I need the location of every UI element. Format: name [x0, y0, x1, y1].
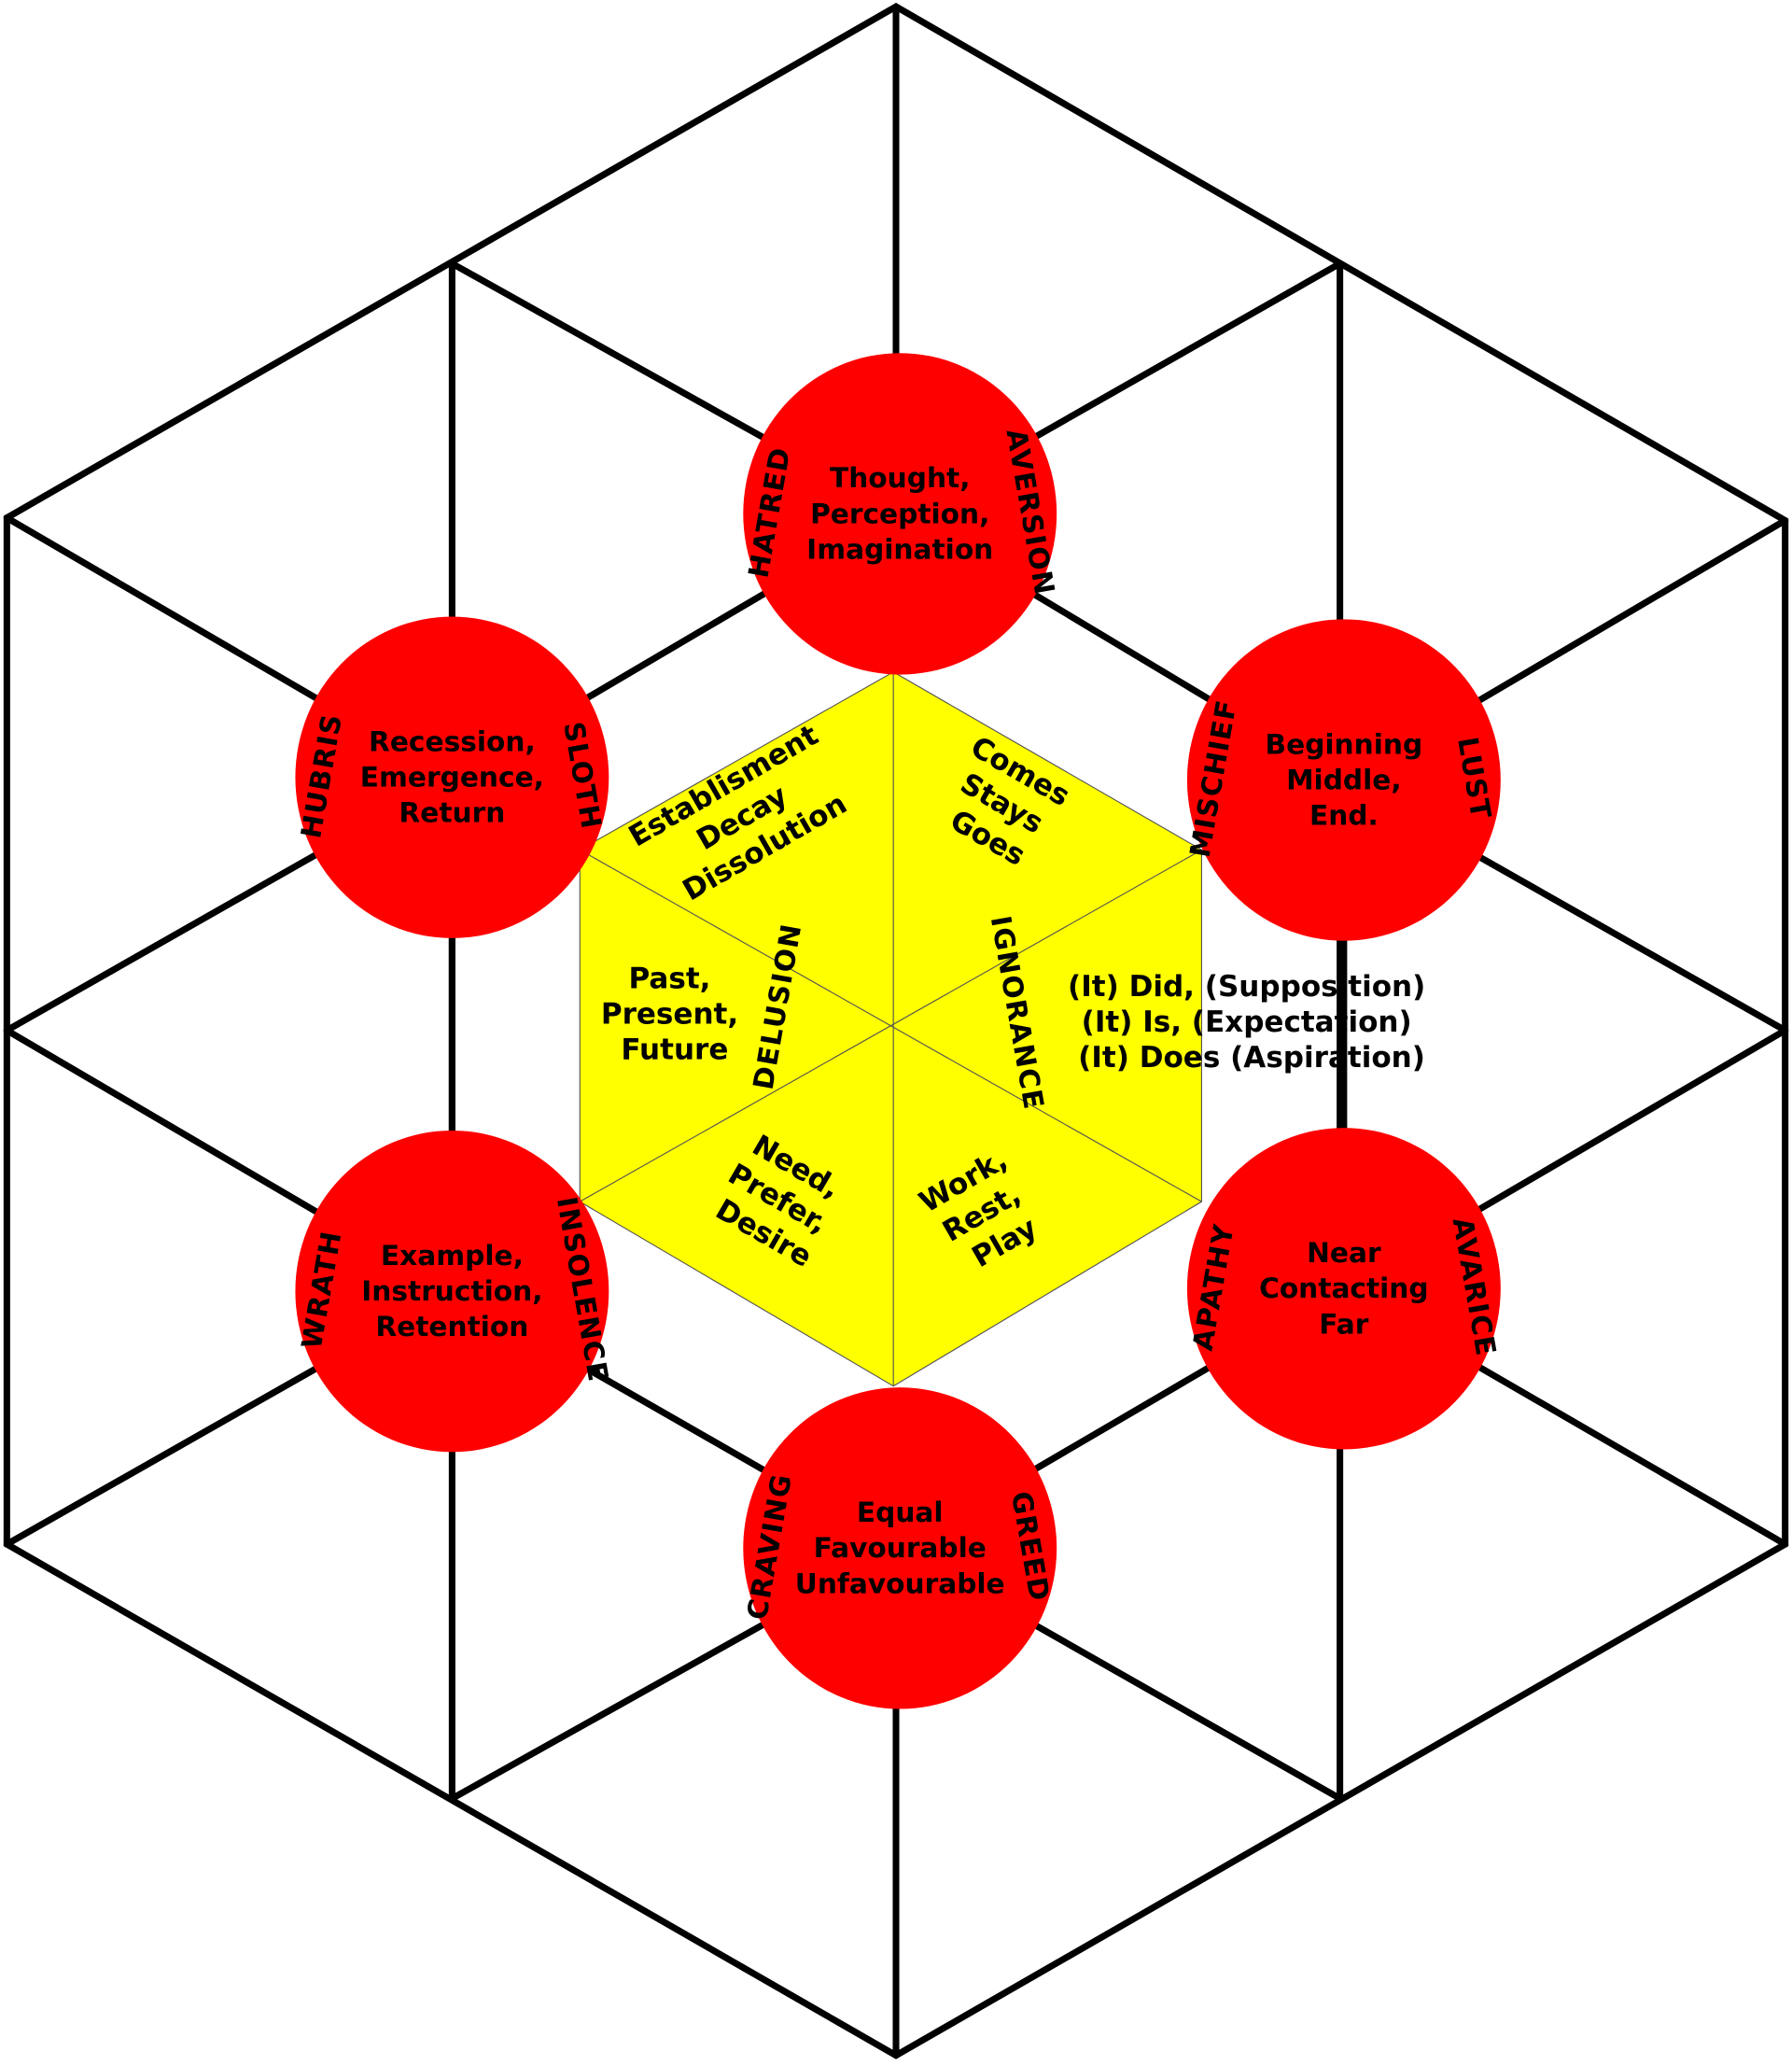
divider-line — [579, 849, 1202, 1202]
circle-body-text: Example,Instruction,Retention — [361, 1239, 542, 1342]
circle-body-text: Recession,Emergence,Return — [360, 724, 544, 828]
red-circle — [743, 353, 1057, 675]
red-circle — [743, 1387, 1057, 1709]
center-hexagon: Establisment Decay Dissolution Comes Sta… — [579, 671, 1435, 1387]
red-circle — [295, 1130, 609, 1453]
red-circle — [1186, 619, 1501, 941]
segment-left-text: Past, Present, Future — [601, 963, 749, 1067]
red-circle — [295, 616, 609, 938]
circle-body-text: Thought,Perception,Imagination — [806, 461, 993, 565]
segment-right-text: (It) Did, (Supposition) (It) Is, (Expect… — [1068, 970, 1435, 1075]
red-circle — [1186, 1128, 1501, 1450]
